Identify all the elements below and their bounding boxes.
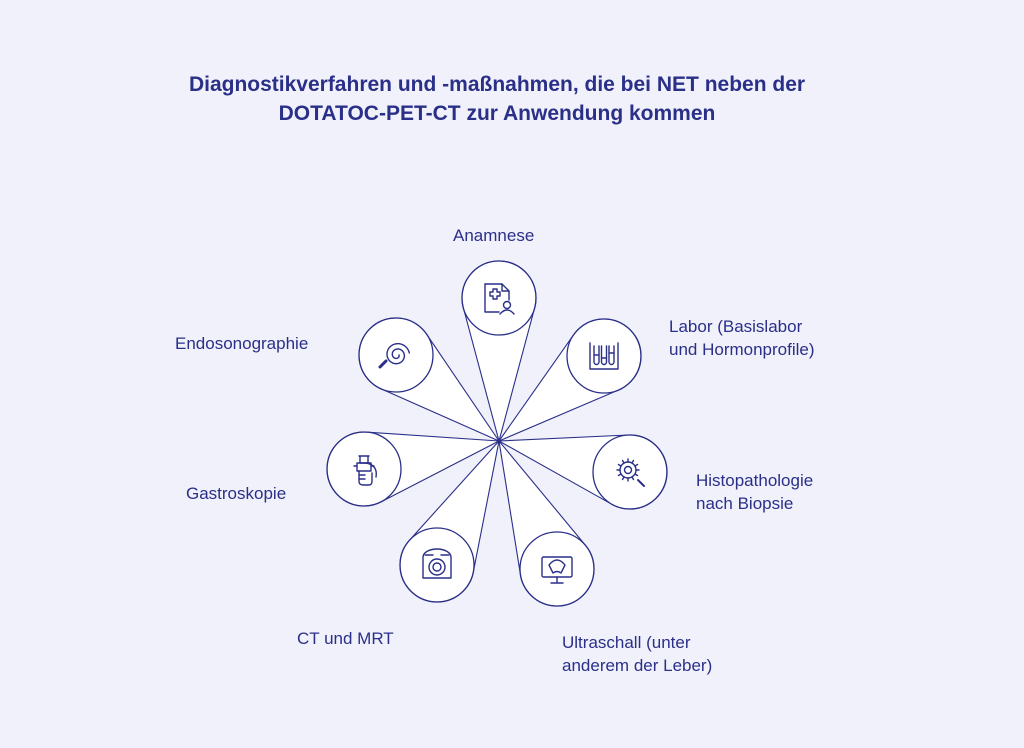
label-ct-mrt: CT und MRT bbox=[297, 627, 394, 650]
title-line-2: DOTATOC-PET-CT zur Anwendung kommen bbox=[278, 102, 716, 125]
label-histopathologie-line-2: nach Biopsie bbox=[696, 494, 794, 513]
test-tubes-icon bbox=[589, 342, 619, 370]
circle-labor bbox=[566, 318, 642, 394]
label-labor-line-2: und Hormonprofile) bbox=[669, 340, 815, 359]
label-ultraschall-line-1: Ultraschall (unter bbox=[562, 633, 691, 652]
label-histopathologie: Histopathologie nach Biopsie bbox=[696, 469, 813, 515]
label-endosonographie: Endosonographie bbox=[175, 332, 308, 355]
label-labor-line-1: Labor (Basislabor bbox=[669, 317, 803, 336]
circle-anamnese bbox=[461, 260, 537, 336]
circle-endosonographie bbox=[358, 317, 434, 393]
circle-ct-mrt bbox=[399, 527, 475, 603]
spiral-probe-icon bbox=[378, 342, 411, 369]
label-ct-mrt-line-1: CT und MRT bbox=[297, 629, 394, 648]
circle-gastroskopie bbox=[326, 431, 402, 507]
label-gastroskopie-line-1: Gastroskopie bbox=[186, 484, 287, 503]
circle-histopathologie bbox=[592, 434, 668, 510]
patient-record-icon bbox=[484, 283, 515, 315]
ultrasound-monitor-icon bbox=[541, 556, 573, 584]
label-ultraschall-line-2: anderem der Leber) bbox=[562, 656, 713, 675]
label-histopathologie-line-1: Histopathologie bbox=[696, 471, 814, 490]
label-anamnese: Anamnese bbox=[453, 224, 534, 247]
label-ultraschall: Ultraschall (unter anderem der Leber) bbox=[562, 631, 712, 677]
ct-scanner-icon bbox=[422, 548, 452, 579]
label-labor: Labor (Basislabor und Hormonprofile) bbox=[669, 315, 815, 361]
title-line-1: Diagnostikverfahren und -maßnahmen, die … bbox=[188, 73, 806, 96]
cell-magnifier-icon bbox=[616, 458, 645, 487]
label-endosonographie-line-1: Endosonographie bbox=[175, 334, 309, 353]
circle-ultraschall bbox=[519, 531, 595, 607]
endoscope-hand-icon bbox=[353, 455, 377, 486]
icons-layer bbox=[353, 283, 645, 584]
page-title: Diagnostikverfahren und -maßnahmen, die … bbox=[0, 70, 994, 128]
label-gastroskopie: Gastroskopie bbox=[186, 482, 286, 505]
label-anamnese-line-1: Anamnese bbox=[453, 226, 535, 245]
circles-layer bbox=[326, 260, 668, 607]
